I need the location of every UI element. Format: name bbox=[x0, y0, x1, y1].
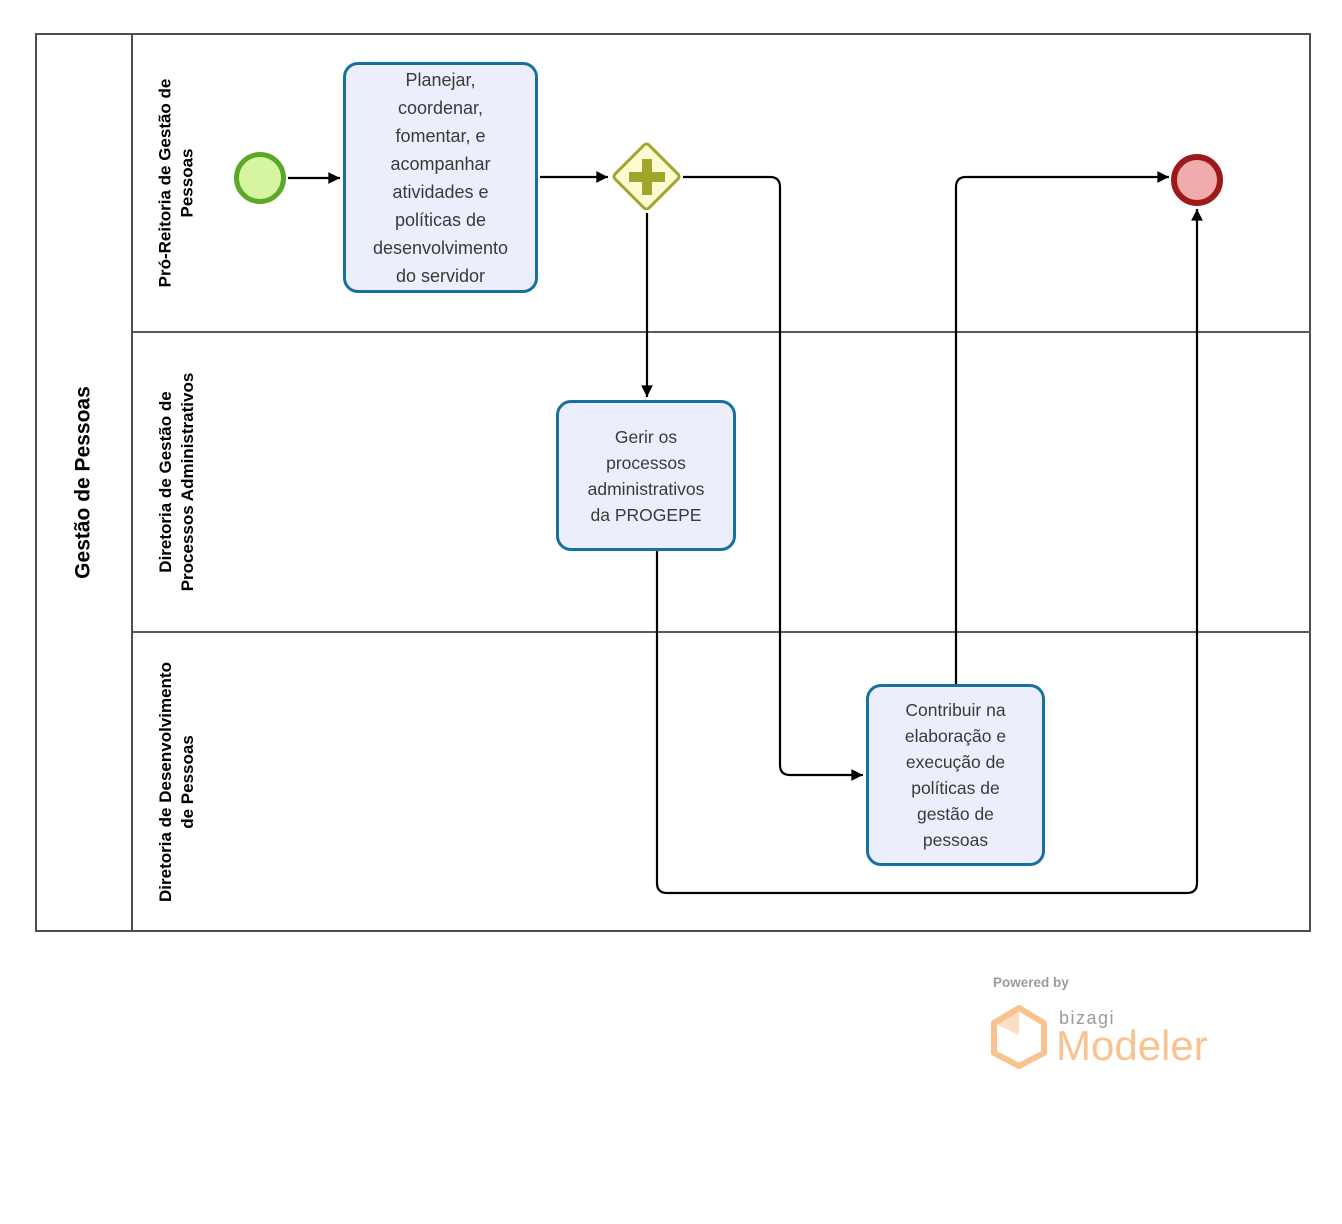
task-gerir: Gerir os processos administrativos da PR… bbox=[556, 400, 736, 551]
lane-label-diretoria-desenvolvimento: Diretoria de Desenvolvimento de Pessoas bbox=[156, 662, 197, 902]
task-contribuir: Contribuir na elaboração e execução de p… bbox=[866, 684, 1045, 866]
lane-label-pro-reitoria: Pró-Reitoria de Gestão de Pessoas bbox=[155, 78, 197, 288]
bizagi-wordmark: bizagi bbox=[1059, 1008, 1116, 1028]
start-event bbox=[234, 152, 286, 204]
lane-separator-2 bbox=[133, 631, 1311, 633]
pool-title-divider bbox=[131, 33, 133, 932]
pool-title: Gestão de Pessoas bbox=[71, 386, 94, 579]
lane-separator-1 bbox=[133, 331, 1311, 333]
modeler-wordmark: Modeler bbox=[1056, 1022, 1208, 1069]
plus-icon bbox=[642, 159, 652, 195]
bizagi-logo-icon bbox=[991, 1005, 1047, 1069]
end-event bbox=[1171, 154, 1223, 206]
lane-label-diretoria-processos: Diretoria de Gestão de Processos Adminis… bbox=[156, 372, 197, 592]
pool bbox=[35, 33, 1311, 932]
task-planejar: Planejar, coordenar, fomentar, e acompan… bbox=[343, 62, 538, 293]
powered-by-label: Powered by bbox=[993, 975, 1069, 990]
